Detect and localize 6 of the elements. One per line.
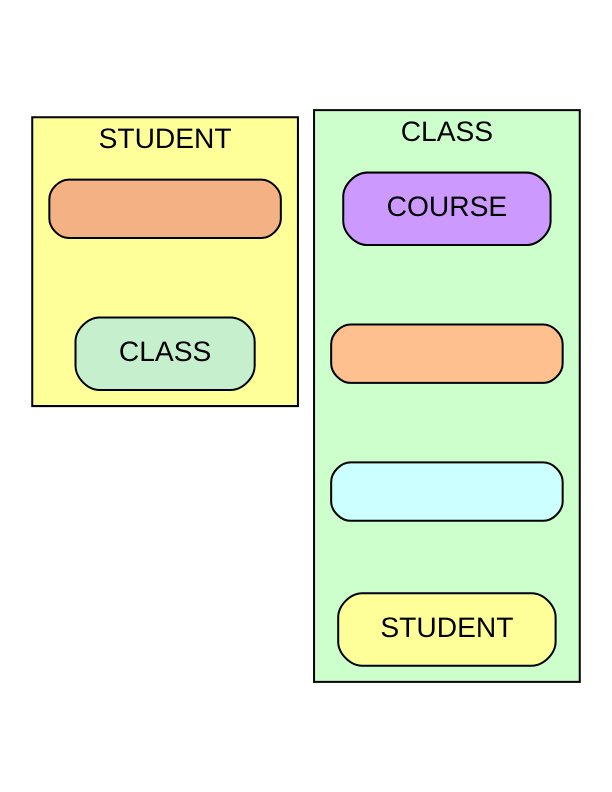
node-box: [48, 178, 282, 239]
node-box: STUDENT: [337, 592, 557, 667]
node-box: CLASS: [74, 316, 256, 391]
node-box: COURSE: [342, 172, 552, 246]
node-box: [330, 324, 564, 384]
node-box: [330, 461, 564, 522]
